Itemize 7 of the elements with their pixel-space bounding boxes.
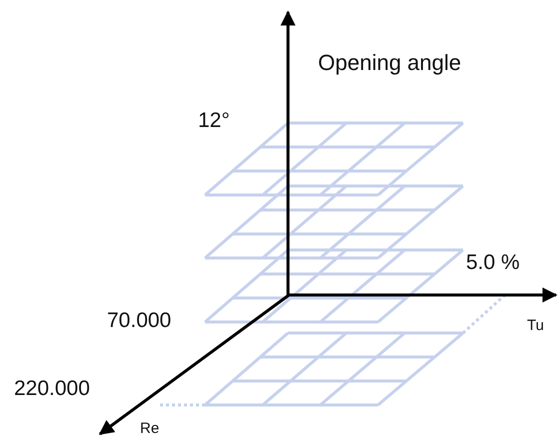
tick-label: 12°	[198, 110, 230, 131]
axis-label: Re	[140, 421, 160, 436]
axis-label: Tu	[527, 318, 544, 333]
tick-label: 5.0 %	[466, 252, 520, 273]
axis-label: Opening angle	[318, 52, 462, 74]
tick-label: 220.000	[14, 378, 90, 399]
tick-label: 70.000	[107, 310, 172, 331]
